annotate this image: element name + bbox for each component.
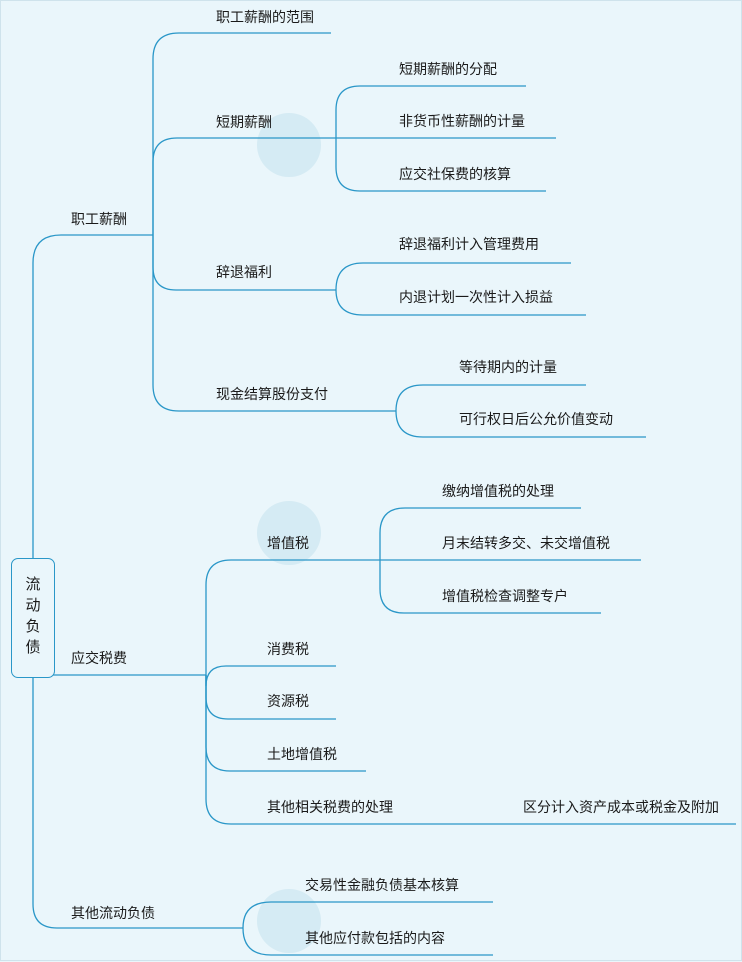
salary-scope: 职工薪酬的范围 [216, 10, 314, 26]
tax-vat: 增值税 [267, 536, 309, 552]
dismissal-benefit: 辞退福利 [216, 265, 272, 281]
root-node: 流动负债 [11, 558, 55, 678]
cash-share-payment: 现金结算股份支付 [216, 387, 328, 403]
short-term-item-allocation: 短期薪酬的分配 [399, 62, 497, 78]
vat-item-payment: 缴纳增值税的处理 [442, 484, 554, 500]
short-term-salary: 短期薪酬 [216, 115, 272, 131]
branch-other-current: 其他流动负债 [71, 906, 155, 922]
tax-land-vat: 土地增值税 [267, 747, 337, 763]
branch-salary: 职工薪酬 [71, 212, 127, 228]
dismissal-item-admin-expense: 辞退福利计入管理费用 [399, 237, 539, 253]
other-current-item-trading-liability: 交易性金融负债基本核算 [305, 878, 459, 894]
tax-resource: 资源税 [267, 694, 309, 710]
other-current-item-other-payables: 其他应付款包括的内容 [305, 931, 445, 947]
tax-consumption: 消费税 [267, 642, 309, 658]
short-term-item-social-security: 应交社保费的核算 [399, 167, 511, 183]
short-term-item-nonmonetary: 非货币性薪酬的计量 [399, 114, 525, 130]
branch-taxes: 应交税费 [71, 651, 127, 667]
tax-other-note: 区分计入资产成本或税金及附加 [523, 800, 719, 816]
vat-item-month-end: 月末结转多交、未交增值税 [442, 536, 610, 552]
tax-other: 其他相关税费的处理 [267, 800, 393, 816]
share-payment-item-fair-value: 可行权日后公允价值变动 [459, 412, 613, 428]
vat-item-audit-account: 增值税检查调整专户 [442, 589, 568, 605]
dismissal-item-early-retirement: 内退计划一次性计入损益 [399, 290, 553, 306]
share-payment-item-waiting: 等待期内的计量 [459, 360, 557, 376]
